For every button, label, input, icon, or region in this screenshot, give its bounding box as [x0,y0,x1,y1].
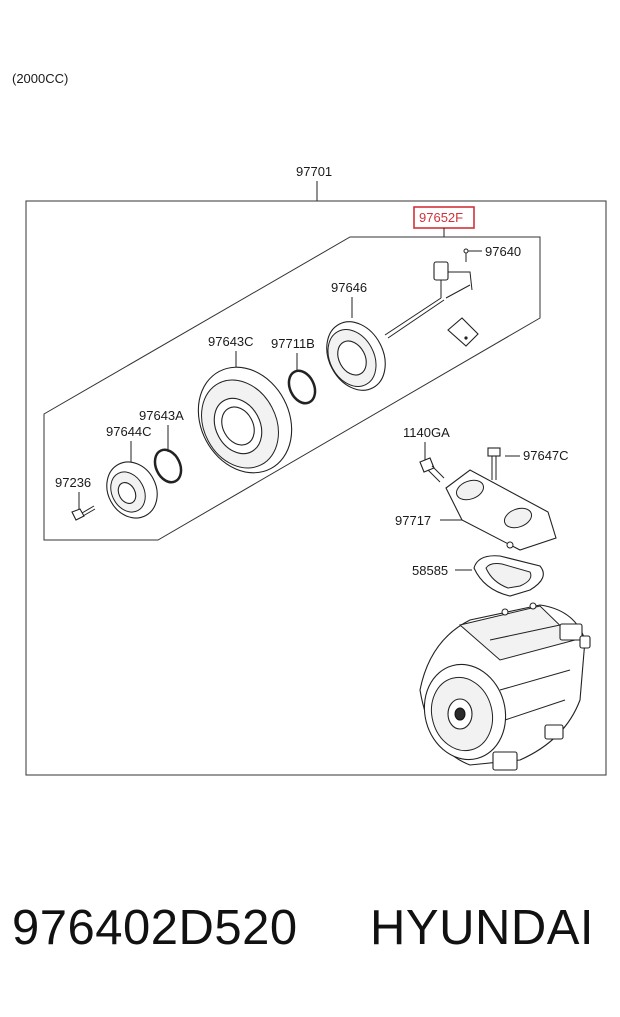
callout-97236[interactable]: 97236 [55,475,91,490]
variant-note: (2000CC) [12,71,68,86]
parts-diagram: (2000CC) 97701 97652F 97640 97646 97711B… [12,71,607,776]
callout-97717[interactable]: 97717 [395,513,431,528]
callout-97652F[interactable]: 97652F [419,210,463,225]
flange-bolt [419,457,445,483]
shim-ring [153,448,183,484]
callout-97646[interactable]: 97646 [331,280,367,295]
callout-97644C[interactable]: 97644C [106,424,152,439]
callout-97647C[interactable]: 97647C [523,448,569,463]
product-caption: 976402D520 HYUNDAI [0,900,620,980]
callout-97643C[interactable]: 97643C [208,334,254,349]
assembly-frame [25,200,607,776]
clutch-subassembly-outline [43,236,541,541]
assembly-label: 97701 [296,164,332,179]
brand-name: HYUNDAI [370,901,595,955]
callout-1140GA[interactable]: 1140GA [403,425,450,440]
callout-58585[interactable]: 58585 [412,563,448,578]
fitting-block [445,469,557,551]
valve-bolt [487,447,501,480]
compressor-body [419,602,591,771]
callout-97711B[interactable]: 97711B [271,336,315,351]
center-bolt [71,505,96,521]
field-coil [326,321,386,391]
snap-ring [287,369,317,405]
gasket [473,555,544,597]
callout-97640[interactable]: 97640 [485,244,521,259]
callout-97643A[interactable]: 97643A [139,408,184,423]
clutch-disc [106,461,158,519]
pulley [197,366,293,474]
wire-harness [384,261,479,347]
part-number: 976402D520 [12,901,298,955]
